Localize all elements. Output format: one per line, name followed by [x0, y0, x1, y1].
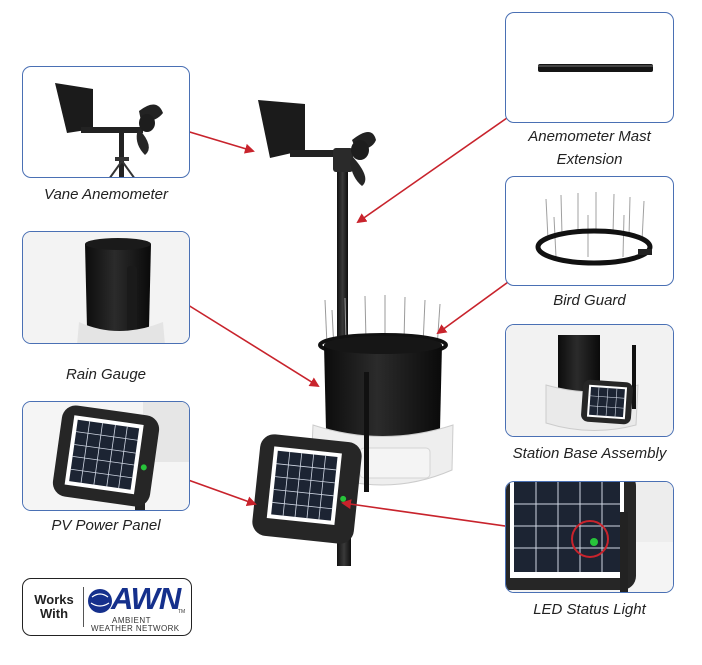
card-vane-anemometer	[22, 66, 190, 178]
caption-pv-power-panel: PV Power Panel	[51, 517, 161, 534]
awn-trademark: TM	[178, 609, 186, 615]
card-bird-guard	[505, 176, 674, 286]
awn-badge: Works With AWN TM AMBIENT WEATHER NETWOR…	[22, 578, 192, 636]
works-with-line2: With	[39, 606, 69, 621]
awn-sub-ambient: AMBIENT	[112, 616, 152, 625]
caption-bird-guard: Bird Guard	[553, 292, 626, 309]
card-pv-power-panel	[22, 401, 190, 511]
card-anemometer-mast-extension	[505, 12, 674, 123]
card-rain-gauge	[22, 231, 190, 344]
caption-rain-gauge: Rain Gauge	[65, 366, 147, 383]
caption-anemometer-mast-extension-line1: Anemometer Mast	[528, 128, 651, 145]
vane-fin	[258, 100, 305, 158]
card-station-base-assembly	[505, 324, 674, 437]
caption-station-base-assembly: Station Base Assembly	[512, 445, 667, 462]
works-with-line1: Works	[34, 592, 74, 607]
caption-anemometer-mast-extension-line2: Extension	[556, 151, 623, 168]
awn-logo: AWN	[111, 581, 181, 616]
awn-globe-icon	[88, 589, 112, 613]
caption-vane-anemometer: Vane Anemometer	[44, 186, 168, 203]
caption-led-status-light: LED Status Light	[533, 601, 646, 618]
works-with-label: Works With	[29, 593, 79, 621]
awn-sub-weather-network: WEATHER NETWORK	[91, 624, 180, 633]
awn-divider	[83, 587, 84, 627]
mast	[337, 160, 348, 360]
card-led-status-light	[505, 481, 674, 593]
